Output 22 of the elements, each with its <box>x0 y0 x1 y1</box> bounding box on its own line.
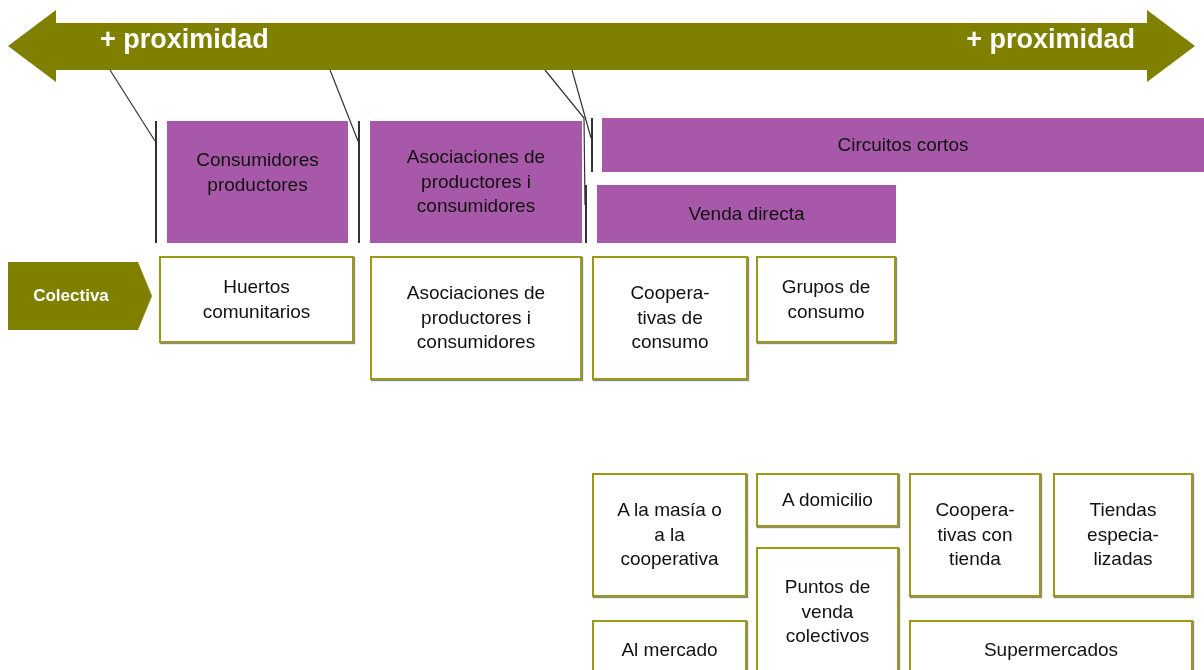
item-box: Grupos de consumo <box>756 256 896 343</box>
axis-label: + proximidad <box>966 24 1135 55</box>
leader-line <box>544 69 586 206</box>
category-box: Consumidores productores <box>167 121 348 243</box>
leader-line <box>571 69 592 139</box>
item-box: Huertos comunitarios <box>159 256 354 343</box>
item-box: Al mercado <box>592 620 747 670</box>
leader-line <box>109 69 156 142</box>
item-box: A domicilio <box>756 473 899 527</box>
item-box: Coopera- tivas con tienda <box>909 473 1041 597</box>
category-box: Circuitos cortos <box>602 118 1204 172</box>
category-chevron: Colectiva <box>8 262 152 330</box>
category-box: Asociaciones de productores i consumidores <box>370 121 582 243</box>
category-box: Venda directa <box>597 185 896 243</box>
item-box: Asociaciones de productores i consumidores <box>370 256 582 380</box>
double-arrow-band <box>8 10 1195 82</box>
axis-label: + proximidad <box>100 24 269 55</box>
item-box: Coopera- tivas de consumo <box>592 256 748 380</box>
item-box: A la masía o a la cooperativa <box>592 473 747 597</box>
item-box: Tiendas especia- lizadas <box>1053 473 1193 597</box>
item-box: Supermercados <box>909 620 1193 670</box>
item-box: Puntos de venda colectivos <box>756 547 899 670</box>
